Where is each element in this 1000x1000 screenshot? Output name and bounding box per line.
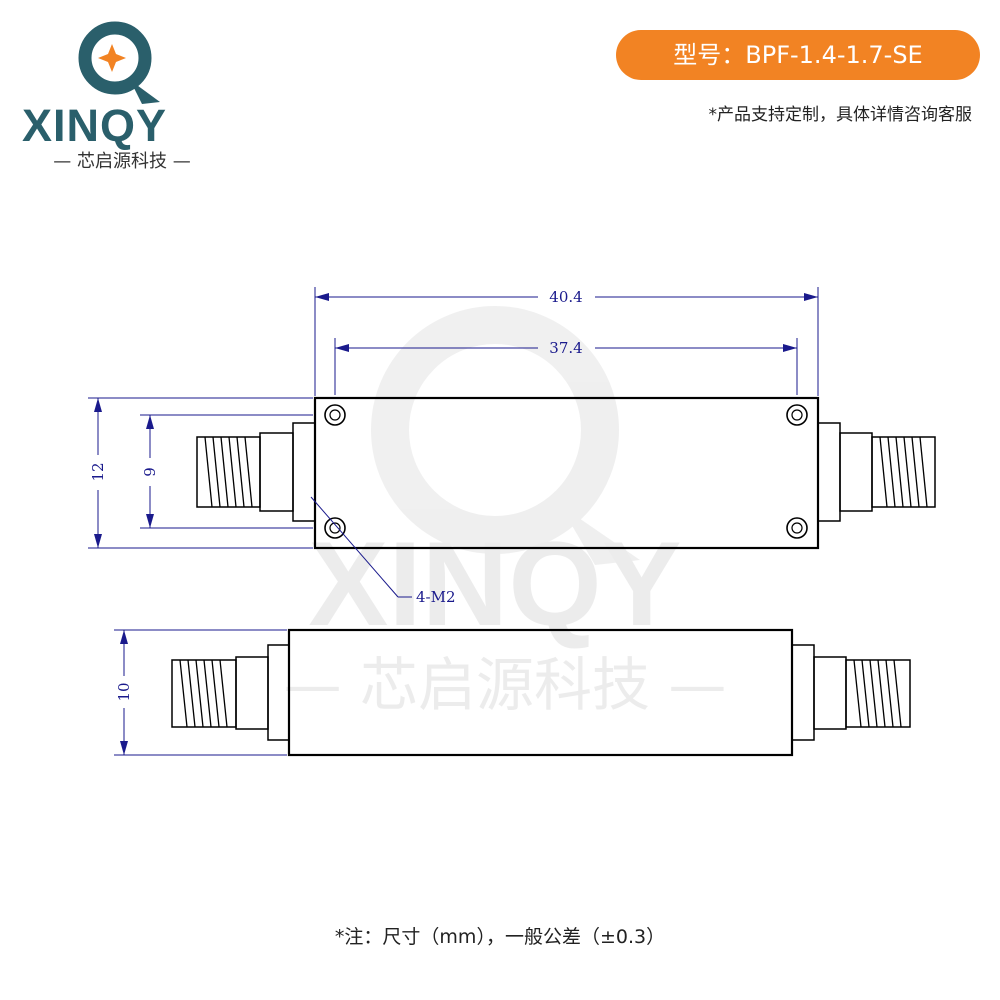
customization-note: *产品支持定制，具体详情咨询客服	[708, 105, 973, 125]
tolerance-note: *注：尺寸（mm），一般公差（±0.3）	[334, 926, 666, 948]
watermark-text: XINQY	[308, 517, 681, 651]
sma-connector-left	[196, 422, 316, 522]
dim-label-9: 9	[141, 467, 159, 477]
hole-callout: 4-M2	[310, 496, 456, 606]
dimension-hole-spacing-width: 9	[140, 414, 313, 529]
sma-connector-right	[791, 644, 911, 741]
mounting-hole	[786, 517, 808, 539]
dimension-overall-width: 12	[88, 397, 313, 549]
brand-subtitle: — 芯启源科技 —	[53, 151, 191, 172]
brand-name: XINQY	[22, 100, 168, 151]
dimension-hole-spacing-length: 37.4	[334, 338, 798, 395]
sma-connector-right	[817, 422, 936, 522]
dim-label-40-4: 40.4	[549, 288, 582, 306]
dimension-overall-length: 40.4	[314, 287, 819, 396]
dim-label-12: 12	[89, 462, 107, 481]
sma-connector-left	[171, 644, 290, 741]
watermark-subtitle: — 芯启源科技 —	[284, 651, 727, 719]
watermark: XINQY — 芯启源科技 —	[284, 306, 727, 719]
dim-label-10: 10	[115, 682, 133, 701]
model-badge: 型号：BPF-1.4-1.7-SE	[616, 30, 980, 80]
watermark-q-icon	[371, 306, 619, 554]
mounting-hole	[324, 404, 346, 426]
side-view: 10	[114, 628, 911, 757]
q-logo-icon	[78, 21, 160, 104]
hole-callout-label: 4-M2	[416, 588, 456, 606]
top-view: 40.4 37.4 12	[88, 287, 936, 606]
dim-label-37-4: 37.4	[549, 339, 582, 357]
mounting-hole	[786, 404, 808, 426]
mounting-hole	[324, 517, 346, 539]
dimension-height: 10	[114, 629, 287, 756]
brand-logo	[78, 21, 160, 104]
